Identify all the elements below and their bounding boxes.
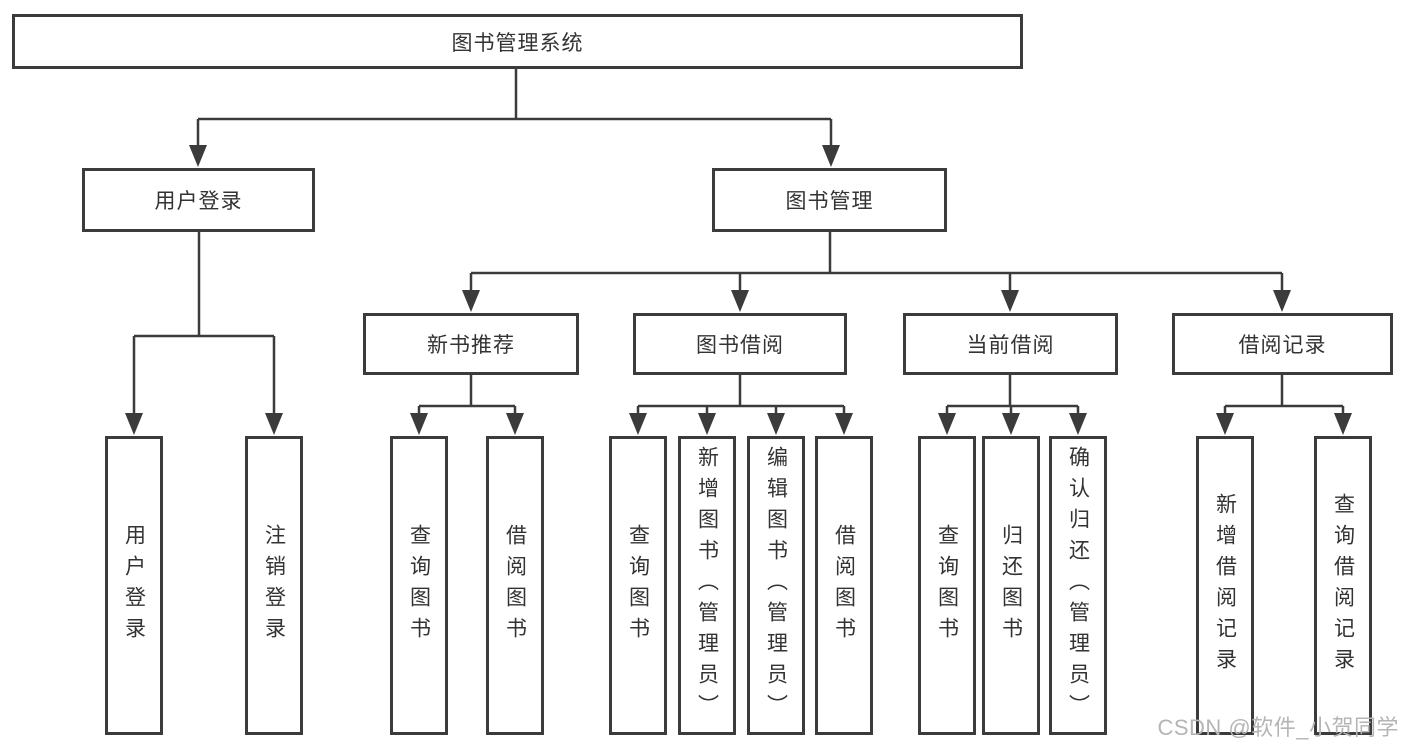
leaf-logout-label: 注销登录 (262, 523, 286, 648)
leaf-bb-borrow-book-label: 借阅图书 (832, 523, 856, 648)
node-user-login-label: 用户登录 (154, 190, 243, 213)
arrow-icon (410, 413, 428, 435)
leaf-rec-borrow-book-label: 借阅图书 (503, 523, 527, 648)
arrow-icon (767, 413, 785, 435)
arrowheads (125, 145, 1352, 435)
edge-userlogin-to-leaves (132, 232, 276, 416)
arrow-icon (822, 145, 840, 167)
node-borrowing-records-label: 借阅记录 (1238, 334, 1327, 357)
node-root-label: 图书管理系统 (451, 31, 584, 55)
arrow-icon (265, 413, 283, 435)
edge-root-to-level2 (196, 69, 833, 148)
arrow-icon (1216, 413, 1234, 435)
leaf-cb-query-book-label: 查询图书 (935, 523, 959, 648)
leaf-br-add-record: 新增借阅记录 (1196, 436, 1254, 735)
leaf-rec-borrow-book: 借阅图书 (486, 436, 544, 735)
leaf-user-login-label: 用户登录 (122, 523, 146, 648)
edge-bookmgmt-to-level3 (469, 232, 1284, 293)
edge-newbookrec-to-leaves (417, 375, 517, 417)
node-current-borrowing-label: 当前借阅 (966, 334, 1055, 357)
leaf-bb-borrow-book: 借阅图书 (815, 436, 873, 735)
leaf-cb-query-book: 查询图书 (918, 436, 976, 735)
arrow-icon (1273, 290, 1291, 312)
arrow-icon (462, 290, 480, 312)
arrow-icon (1002, 413, 1020, 435)
leaf-bb-query-book: 查询图书 (609, 436, 667, 735)
leaf-rec-query-book: 查询图书 (390, 436, 448, 735)
leaf-cb-return-book-label: 归还图书 (999, 523, 1023, 648)
arrow-icon (629, 413, 647, 435)
node-root: 图书管理系统 (12, 14, 1023, 69)
node-user-login: 用户登录 (82, 168, 315, 232)
arrow-icon (835, 413, 853, 435)
leaf-rec-query-book-label: 查询图书 (407, 523, 431, 648)
watermark: CSDN @软件_小贺同学 (1157, 715, 1399, 740)
arrow-icon (938, 413, 956, 435)
node-book-borrowing: 图书借阅 (633, 313, 847, 375)
leaf-cb-return-book: 归还图书 (982, 436, 1040, 735)
arrow-icon (731, 290, 749, 312)
edge-borrowrecord-to-leaves (1223, 375, 1345, 417)
node-book-management: 图书管理 (712, 168, 947, 232)
node-new-book-recommend: 新书推荐 (363, 313, 579, 375)
leaf-br-add-record-label: 新增借阅记录 (1213, 492, 1237, 679)
leaf-cb-confirm-return-admin-label: 确认归还（管理员） (1066, 446, 1090, 725)
leaf-logout: 注销登录 (245, 436, 303, 735)
leaf-cb-confirm-return-admin: 确认归还（管理员） (1049, 436, 1107, 735)
node-book-borrowing-label: 图书借阅 (696, 334, 784, 357)
leaf-br-query-record-label: 查询借阅记录 (1331, 492, 1355, 679)
node-current-borrowing: 当前借阅 (903, 313, 1118, 375)
leaf-bb-add-book-admin: 新增图书（管理员） (678, 436, 736, 735)
leaf-bb-add-book-admin-label: 新增图书（管理员） (695, 446, 719, 725)
arrow-icon (1069, 413, 1087, 435)
edge-currentborrow-to-leaves (945, 375, 1080, 417)
leaf-user-login: 用户登录 (105, 436, 163, 735)
edge-bookborrow-to-leaves (636, 375, 846, 417)
arrow-icon (1334, 413, 1352, 435)
leaf-bb-query-book-label: 查询图书 (626, 523, 650, 648)
node-new-book-recommend-label: 新书推荐 (427, 334, 515, 357)
arrow-icon (1001, 290, 1019, 312)
leaf-bb-edit-book-admin: 编辑图书（管理员） (747, 436, 805, 735)
arrow-icon (506, 413, 524, 435)
leaf-bb-edit-book-admin-label: 编辑图书（管理员） (764, 446, 788, 725)
node-book-management-label: 图书管理 (785, 190, 874, 213)
node-borrowing-records: 借阅记录 (1172, 313, 1393, 375)
arrow-icon (698, 413, 716, 435)
arrow-icon (125, 413, 143, 435)
arrow-icon (189, 145, 207, 167)
leaf-br-query-record: 查询借阅记录 (1314, 436, 1372, 735)
